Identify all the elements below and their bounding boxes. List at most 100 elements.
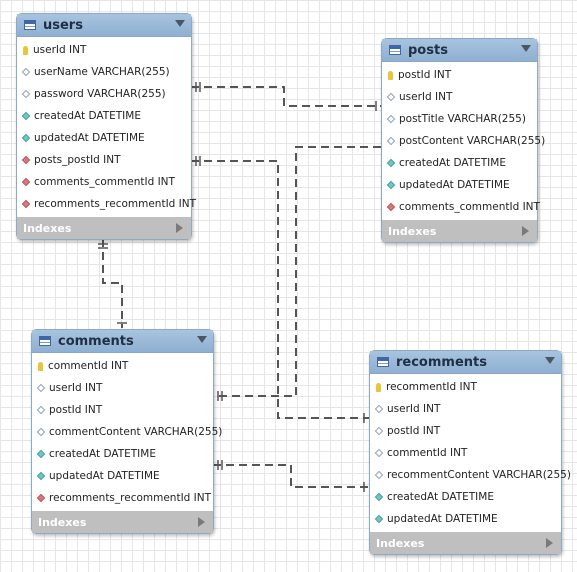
column-row[interactable]: createdAt DATETIME: [370, 486, 561, 508]
column-row[interactable]: userName VARCHAR(255): [17, 61, 191, 83]
column-row[interactable]: createdAt DATETIME: [382, 152, 537, 174]
column-row[interactable]: userId INT: [382, 86, 537, 108]
column-label: userName VARCHAR(255): [34, 66, 170, 78]
column-row[interactable]: updatedAt DATETIME: [382, 174, 537, 196]
column-row[interactable]: postId INT: [32, 399, 213, 421]
column-row[interactable]: updatedAt DATETIME: [17, 127, 191, 149]
relationship-users-recomments[interactable]: [191, 160, 369, 419]
table-icon: [39, 336, 51, 346]
collapse-arrow-icon[interactable]: [545, 357, 555, 364]
table-title: comments: [58, 333, 134, 349]
indexes-section[interactable]: Indexes: [382, 220, 537, 242]
collapse-arrow-icon[interactable]: [197, 336, 207, 343]
table-icon: [24, 20, 36, 30]
expand-arrow-icon[interactable]: [176, 223, 183, 233]
expand-arrow-icon[interactable]: [522, 226, 529, 236]
column-row[interactable]: postContent VARCHAR(255): [382, 130, 545, 152]
table-header[interactable]: recomments: [370, 351, 561, 374]
column-row[interactable]: commentId INT: [32, 355, 213, 377]
table-header[interactable]: users: [17, 14, 191, 37]
column-row[interactable]: commentId INT: [370, 442, 561, 464]
column-label: createdAt DATETIME: [399, 157, 506, 169]
column-row[interactable]: createdAt DATETIME: [32, 443, 213, 465]
foreign-key-icon: [21, 199, 31, 209]
column-label: recomments_recommentId INT: [34, 198, 197, 210]
primary-key-icon: [388, 70, 393, 80]
column-label: createdAt DATETIME: [387, 491, 494, 503]
column-row[interactable]: createdAt DATETIME: [17, 105, 191, 127]
column-row[interactable]: userId INT: [370, 398, 561, 420]
relationship-users-comments[interactable]: [102, 239, 123, 328]
column-label: commentId INT: [48, 360, 129, 372]
collapse-arrow-icon[interactable]: [521, 45, 531, 52]
column-row[interactable]: updatedAt DATETIME: [32, 465, 213, 487]
column-label: userId INT: [399, 91, 453, 103]
column-icon: [386, 136, 396, 146]
column-label: postId INT: [387, 425, 441, 437]
table-posts[interactable]: posts postId INT userId INT postTitle VA…: [381, 38, 545, 243]
column-label: comments_commentId INT: [399, 201, 540, 213]
column-row[interactable]: postTitle VARCHAR(255): [382, 108, 537, 130]
table-comments[interactable]: comments commentId INT userId INT postId…: [31, 329, 222, 534]
foreign-key-icon: [21, 177, 31, 187]
column-row[interactable]: recommentContent VARCHAR(255): [370, 464, 571, 486]
expand-arrow-icon[interactable]: [198, 517, 205, 527]
column-label: postTitle VARCHAR(255): [399, 113, 526, 125]
column-label: password VARCHAR(255): [34, 88, 166, 100]
column-row[interactable]: recommentId INT: [370, 376, 561, 398]
relationship-posts-comments[interactable]: [213, 146, 381, 397]
column-label: recommentId INT: [386, 381, 477, 393]
not-null-column-icon: [36, 471, 46, 481]
column-row[interactable]: recomments_recommentId INT: [17, 193, 196, 215]
table-header[interactable]: posts: [382, 39, 537, 62]
table-header[interactable]: comments: [32, 330, 213, 353]
column-label: createdAt DATETIME: [49, 448, 156, 460]
foreign-key-icon: [386, 202, 396, 212]
column-list: commentId INT userId INT postId INT comm…: [32, 353, 222, 511]
column-label: commentId INT: [387, 447, 468, 459]
column-row[interactable]: recomments_recommentId INT: [32, 487, 213, 509]
column-row[interactable]: comments_commentId INT: [17, 171, 191, 193]
table-title: recomments: [396, 354, 487, 370]
column-row[interactable]: updatedAt DATETIME: [370, 508, 561, 530]
column-row[interactable]: posts_postId INT: [17, 149, 191, 171]
table-users[interactable]: users userId INT userName VARCHAR(255) p…: [16, 13, 196, 240]
indexes-label: Indexes: [388, 224, 437, 238]
not-null-column-icon: [374, 492, 384, 502]
column-row[interactable]: userId INT: [17, 39, 191, 61]
indexes-section[interactable]: Indexes: [370, 532, 561, 554]
column-icon: [386, 114, 396, 124]
table-recomments[interactable]: recomments recommentId INT userId INT po…: [369, 350, 571, 555]
relationship-comments-recomments[interactable]: [213, 464, 369, 488]
relationship-users-posts[interactable]: [191, 86, 381, 107]
column-row[interactable]: userId INT: [32, 377, 213, 399]
column-label: userId INT: [33, 44, 87, 56]
column-row[interactable]: password VARCHAR(255): [17, 83, 191, 105]
collapse-arrow-icon[interactable]: [175, 20, 185, 27]
column-row[interactable]: postId INT: [382, 64, 537, 86]
column-label: updatedAt DATETIME: [34, 132, 145, 144]
column-label: comments_commentId INT: [34, 176, 175, 188]
not-null-column-icon: [386, 180, 396, 190]
column-label: updatedAt DATETIME: [387, 513, 498, 525]
column-icon: [374, 426, 384, 436]
column-icon: [386, 92, 396, 102]
column-label: recommentContent VARCHAR(255): [387, 469, 571, 481]
column-label: userId INT: [387, 403, 441, 415]
foreign-key-icon: [21, 155, 31, 165]
column-row[interactable]: commentContent VARCHAR(255): [32, 421, 222, 443]
column-label: postId INT: [398, 69, 452, 81]
column-list: postId INT userId INT postTitle VARCHAR(…: [382, 62, 545, 220]
indexes-section[interactable]: Indexes: [32, 511, 213, 533]
expand-arrow-icon[interactable]: [546, 538, 553, 548]
column-row[interactable]: postId INT: [370, 420, 561, 442]
column-label: commentContent VARCHAR(255): [49, 426, 223, 438]
column-row[interactable]: comments_commentId INT: [382, 196, 540, 218]
not-null-column-icon: [36, 449, 46, 459]
column-label: updatedAt DATETIME: [49, 470, 160, 482]
indexes-section[interactable]: Indexes: [17, 217, 191, 239]
column-icon: [36, 383, 46, 393]
column-list: userId INT userName VARCHAR(255) passwor…: [17, 37, 196, 217]
not-null-column-icon: [386, 158, 396, 168]
